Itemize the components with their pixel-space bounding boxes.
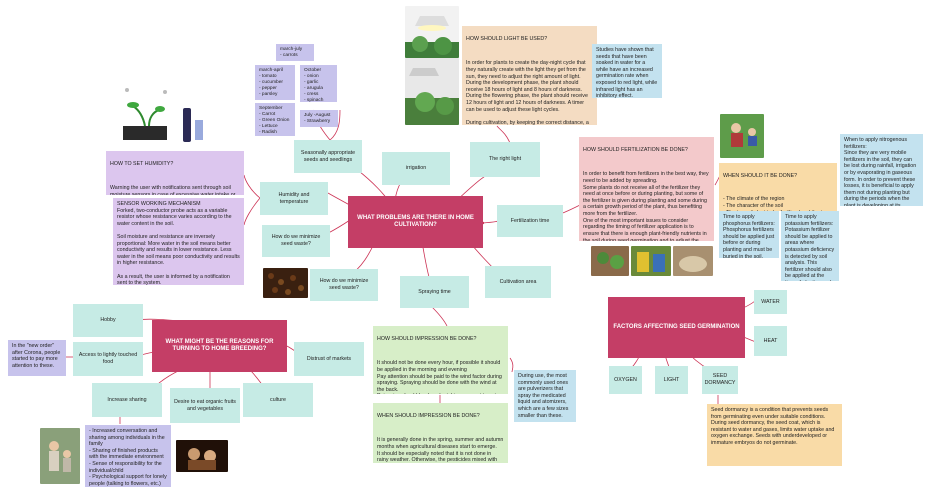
minimize-waste-node-mid[interactable]: How do we minimize seed waste? <box>262 225 330 257</box>
light-body: In order for plants to create the day-ni… <box>466 60 589 125</box>
impression-when-note: WHEN SHOULD IMPRESSION BE DONE? It is ge… <box>373 403 508 463</box>
humidity-temperature-node[interactable]: Humidity and temperature <box>260 182 328 215</box>
distrust-markets-node[interactable]: Distrust of markets <box>294 342 364 376</box>
family-photo <box>40 428 80 484</box>
hobby-node[interactable]: Hobby <box>73 304 143 337</box>
dormancy-note: Seed dormancy is a condition that preven… <box>707 404 842 466</box>
sharing-photo <box>176 440 228 472</box>
humidity-heading: HOW TO SET HUMIDITY? <box>110 160 174 167</box>
season-march-april: march-april - tomato - cucumber - pepper… <box>255 65 295 100</box>
impression-when-body: It is generally done in the spring, summ… <box>377 437 504 463</box>
desire-fruits-node[interactable]: Desire to eat organic fruits and vegetab… <box>170 388 240 423</box>
gardener-photo <box>720 114 764 158</box>
sensor-mechanism-note: SENSOR WORKING MECHANISM Forked, two-con… <box>113 198 244 285</box>
fertilization-heading: HOW SHOULD FERTILIZATION BE DONE? <box>583 146 688 153</box>
seeds-photo <box>263 268 308 298</box>
season-july-august: July -August - Strawberry <box>300 110 338 127</box>
cultivation-area-node[interactable]: Cultivation area <box>485 266 551 298</box>
light-factor-node[interactable]: LIGHT <box>655 366 688 394</box>
phosphorus-note: Time to apply phosphorus fertilizers: Ph… <box>719 211 779 258</box>
seed-dormancy-node[interactable]: SEED DORMANCY <box>702 366 738 394</box>
sprouting-plant-photo <box>115 78 175 146</box>
sensor-device-photo <box>178 100 208 146</box>
reasons-topic[interactable]: WHAT MIGHT BE THE REASONS FOR TURNING TO… <box>152 320 287 372</box>
oxygen-node[interactable]: OXYGEN <box>609 366 642 394</box>
potassium-note: Time to apply potassium fertilizers: Pot… <box>781 211 839 281</box>
water-node[interactable]: WATER <box>754 290 787 314</box>
right-light-node[interactable]: The right light <box>470 142 540 177</box>
when-fertilize-note: WHEN SHOULD IT BE DONE? - The climate of… <box>719 163 837 211</box>
humidity-body: Warning the user with notifications sent… <box>110 185 235 195</box>
fertilizer-photo-3 <box>673 246 713 276</box>
irrigation-node[interactable]: irrigation <box>382 152 450 185</box>
nitrogen-note: When to apply nitrogenous fertilizers: S… <box>840 134 923 206</box>
culture-node[interactable]: culture <box>243 383 313 417</box>
impression-when-heading: WHEN SHOULD IMPRESSION BE DONE? <box>377 412 480 419</box>
humidity-note: HOW TO SET HUMIDITY? Warning the user wi… <box>106 151 244 195</box>
season-september: September - Carrot - Green Onion - Lettu… <box>255 103 295 136</box>
when-fertilize-body: - The climate of the region - The charac… <box>723 196 831 211</box>
fertilization-body: In order to benefit from fertilizers in … <box>583 171 709 241</box>
heat-node[interactable]: HEAT <box>754 326 787 356</box>
light-heading: HOW SHOULD LIGHT BE USED? <box>466 35 548 42</box>
access-food-node[interactable]: Access to lightly touched food <box>73 342 143 376</box>
corona-note: In the "new order" after Corona, people … <box>8 340 66 376</box>
germination-topic[interactable]: FACTORS AFFECTING SEED GERMINATION <box>608 297 745 358</box>
fertilizer-photo-2 <box>631 246 671 276</box>
fertilization-how-note: HOW SHOULD FERTILIZATION BE DONE? In ord… <box>579 137 714 241</box>
grow-lamp-photo-2 <box>405 58 459 125</box>
sharing-list-note: - Increased conversation and sharing amo… <box>85 425 171 487</box>
spraying-time-node[interactable]: Spraying time <box>400 276 469 308</box>
grow-lamp-photo-1 <box>405 6 459 58</box>
season-october: October - onion - garlic - arugula - cre… <box>300 65 337 102</box>
minimize-waste-node-low[interactable]: How do we minimize seed waste? <box>310 269 378 301</box>
season-march-july: march-july - carrots <box>276 44 314 61</box>
fertilizer-photo-1 <box>591 246 629 276</box>
pulverizers-note: During use, the most commonly used ones … <box>514 370 576 422</box>
impression-how-note: HOW SHOULD IMPRESSION BE DONE? It should… <box>373 326 508 394</box>
fertilization-time-node[interactable]: Fertilization time <box>497 205 563 237</box>
impression-how-body: It should not be done every hour, if pos… <box>377 360 502 394</box>
red-light-note: Studies have shown that seeds that have … <box>592 44 662 98</box>
when-fertilize-heading: WHEN SHOULD IT BE DONE? <box>723 172 798 179</box>
impression-how-heading: HOW SHOULD IMPRESSION BE DONE? <box>377 335 477 342</box>
increase-sharing-node[interactable]: Increase sharing <box>92 383 162 417</box>
center-topic[interactable]: WHAT PROBLEMS ARE THERE IN HOME CULTIVAT… <box>348 196 483 248</box>
light-usage-note: HOW SHOULD LIGHT BE USED? In order for p… <box>462 26 597 125</box>
seasonal-seeds-node[interactable]: Seasonally appropriate seeds and seedlin… <box>294 140 362 173</box>
